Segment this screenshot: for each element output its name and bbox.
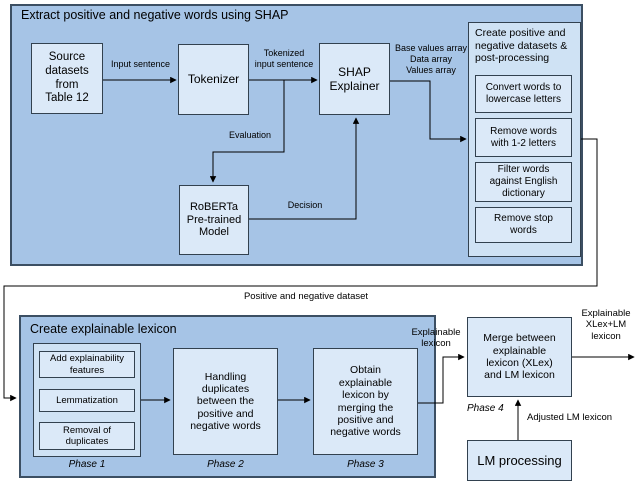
phase3-label: Phase 3 — [347, 459, 384, 470]
postprocessing-step-filter-dictionary: Filter words against English dictionary — [475, 162, 572, 202]
arrow-phase3-to-merge — [418, 353, 465, 404]
edge-label-shap-outputs: Base values array Data array Values arra… — [394, 43, 468, 75]
phase1-step-remove-duplicates: Removal of duplicates — [39, 422, 135, 450]
arrow-dataset-to-lexicon-section — [3, 138, 598, 402]
phase2-handling-duplicates-box: Handling duplicates between the positive… — [173, 348, 278, 455]
arrow-decision-to-shap — [249, 117, 360, 220]
arrow-shap-to-postprocessing — [390, 80, 467, 143]
shap-section-title: Extract positive and negative words usin… — [21, 8, 289, 22]
lexicon-section-title: Create explainable lexicon — [30, 322, 177, 336]
edge-label-adjusted-lm-lexicon: Adjusted LM lexicon — [527, 412, 613, 423]
roberta-box: RoBERTa Pre-trained Model — [179, 185, 249, 255]
phase2-label: Phase 2 — [207, 459, 244, 470]
postprocessing-step-remove-stopwords: Remove stop words — [475, 207, 572, 243]
postprocessing-step-remove-short-words: Remove words with 1-2 letters — [475, 118, 572, 157]
lm-processing-box: LM processing — [467, 440, 572, 481]
edge-label-evaluation: Evaluation — [228, 130, 272, 140]
phase3-obtain-lexicon-box: Obtain explainable lexicon by merging th… — [313, 348, 418, 455]
edge-label-input-sentence: Input sentence — [110, 59, 171, 69]
phase4-label: Phase 4 — [467, 403, 504, 414]
edge-label-tokenized-input: Tokenized input sentence — [254, 48, 314, 69]
tokenizer-box: Tokenizer — [178, 44, 249, 115]
shap-explainer-box: SHAP Explainer — [319, 43, 390, 115]
edge-label-positive-negative-dataset: Positive and negative dataset — [243, 291, 369, 302]
arrow-evaluation-to-roberta — [209, 80, 285, 183]
phase1-label: Phase 1 — [68, 459, 106, 470]
edge-label-output-lexicon: Explainable XLex+LM lexicon — [581, 308, 631, 342]
edge-label-explainable-lexicon: Explainable lexicon — [411, 327, 461, 350]
source-datasets-box: Source datasets from Table 12 — [31, 43, 103, 114]
edge-label-decision: Decision — [287, 200, 323, 210]
postprocessing-step-lowercase: Convert words to lowercase letters — [475, 75, 572, 113]
merge-lexicons-box: Merge between explainable lexicon (XLex)… — [467, 317, 572, 397]
postprocessing-group-title: Create positive and negative datasets & … — [475, 27, 568, 65]
phase1-step-explainability: Add explainability features — [39, 351, 135, 378]
phase1-step-lemmatization: Lemmatization — [39, 389, 135, 412]
